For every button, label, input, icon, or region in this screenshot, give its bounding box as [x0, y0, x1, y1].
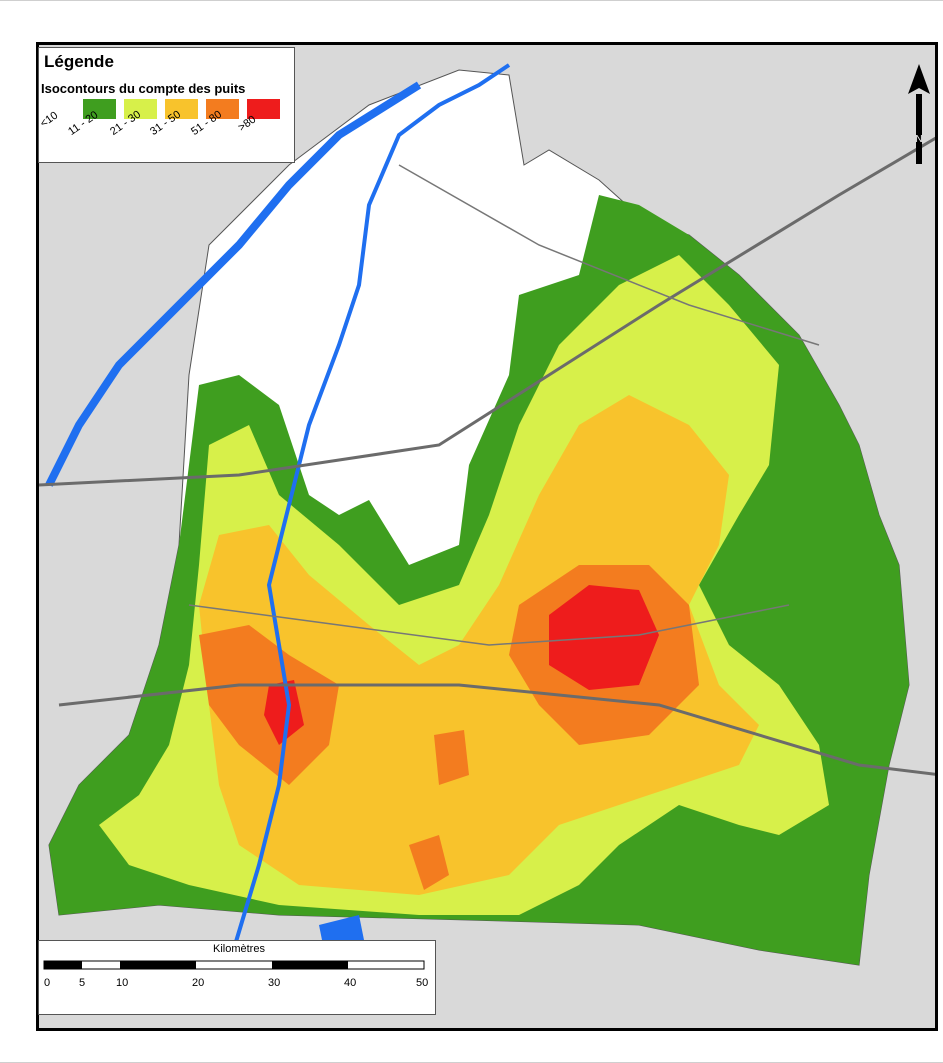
scale-tick-3: 20: [192, 977, 205, 989]
map-frame[interactable]: [36, 42, 938, 1031]
highway-east: [39, 136, 935, 487]
legend-subtitle: Isocontours du compte des puits: [41, 81, 246, 96]
zone-gt-80-west: [264, 680, 304, 745]
zone-51-80-south: [409, 835, 449, 890]
highway-south: [58, 683, 935, 776]
scale-tick-6: 50: [416, 977, 429, 989]
legend-box: Légende Isocontours du compte des puits …: [38, 47, 295, 163]
scale-tick-2: 10: [116, 977, 129, 989]
scale-unit: Kilomètres: [213, 943, 265, 955]
map-canvas[interactable]: [39, 45, 938, 1031]
scale-tick-0: 0: [44, 977, 51, 989]
scale-bar-graphic: [43, 960, 425, 970]
legend-swatch-2: [124, 99, 157, 119]
zone-51-80-center: [434, 730, 469, 785]
scale-bar: Kilomètres 0 5 10 20 30 40 50: [38, 940, 436, 1015]
river-west: [45, 81, 422, 487]
legend-title: Légende: [44, 52, 114, 71]
legend-swatch-3: [165, 99, 198, 119]
legend-swatch-5: [247, 99, 280, 119]
zone-31-50: [199, 395, 759, 895]
legend-swatch-1: [83, 99, 116, 119]
legend-swatch-0: [42, 99, 75, 119]
scale-tick-5: 40: [344, 977, 357, 989]
road-diagonal: [188, 604, 790, 646]
scale-tick-1: 5: [79, 977, 86, 989]
legend-swatch-4: [206, 99, 239, 119]
road-north: [398, 164, 820, 346]
scale-tick-4: 30: [268, 977, 281, 989]
river-main: [227, 63, 511, 966]
north-label: N: [915, 134, 922, 145]
north-arrow-icon: N: [906, 64, 932, 174]
